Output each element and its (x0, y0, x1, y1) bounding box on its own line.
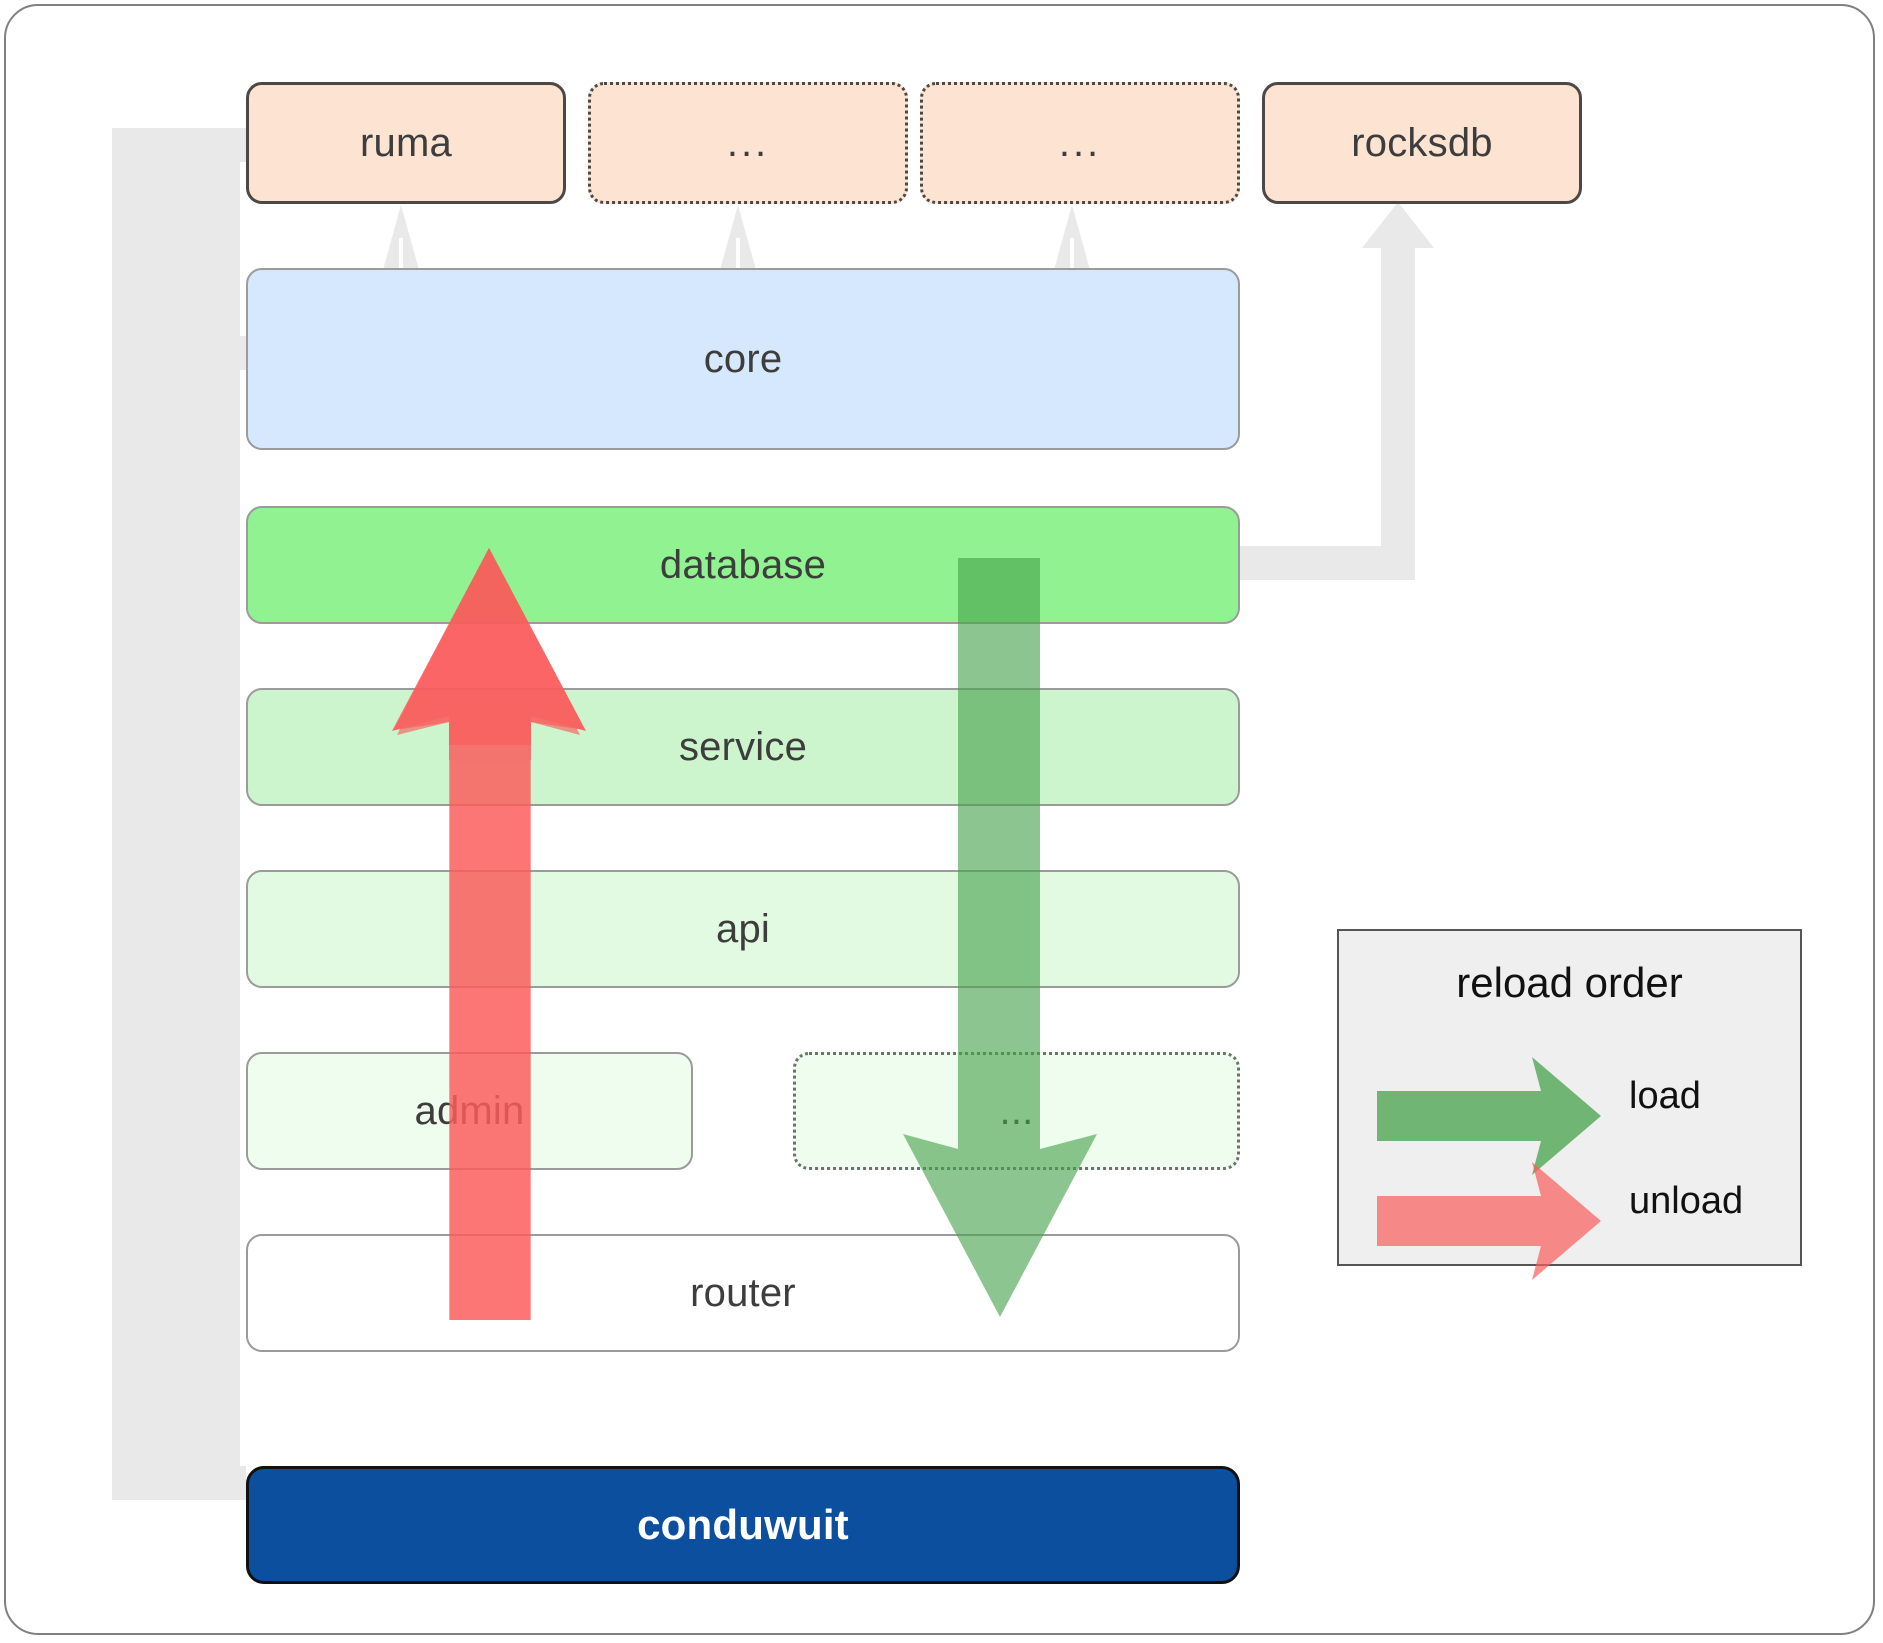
dependency-box-dots-2[interactable]: ... (920, 82, 1240, 204)
legend-label-unload: unload (1629, 1180, 1744, 1222)
executable-box-conduwuit[interactable]: conduwuit (246, 1466, 1240, 1584)
legend-load-arrow (1377, 1057, 1601, 1175)
layer-label-service: service (678, 724, 808, 769)
layer-label-api: api (716, 906, 770, 951)
layer-box-admin[interactable]: admin (246, 1052, 693, 1170)
layer-box-dots-3[interactable]: ... (793, 1052, 1240, 1170)
legend-label-load: load (1629, 1075, 1701, 1117)
diagram-frame (4, 4, 1875, 1635)
dependency-label-ruma: ruma (360, 120, 452, 165)
layer-label-core: core (703, 336, 783, 381)
dependency-box-dots-1[interactable]: ... (588, 82, 908, 204)
dependency-label-dots-1: ... (726, 121, 770, 165)
layer-box-api[interactable]: api (246, 870, 1240, 988)
layer-label-router: router (690, 1270, 796, 1315)
legend-row-load: load (1339, 1057, 1800, 1175)
layer-box-core[interactable]: core (246, 268, 1240, 450)
dependency-box-rocksdb[interactable]: rocksdb (1262, 82, 1582, 204)
layer-box-router[interactable]: router (246, 1234, 1240, 1352)
layer-label-admin: admin (414, 1088, 525, 1133)
layer-box-service[interactable]: service (246, 688, 1240, 806)
executable-label-conduwuit: conduwuit (637, 1501, 849, 1548)
dependency-label-rocksdb: rocksdb (1351, 120, 1493, 165)
dependency-box-ruma[interactable]: ruma (246, 82, 566, 204)
layer-label-dots-3: ... (999, 1088, 1034, 1133)
layer-box-database[interactable]: database (246, 506, 1240, 624)
legend-unload-arrow (1377, 1162, 1601, 1280)
legend-row-unload: unload (1339, 1162, 1800, 1280)
legend-panel: reload order load unload (1337, 929, 1802, 1280)
legend-title: reload order (1456, 959, 1683, 1006)
dependency-label-dots-2: ... (1058, 121, 1102, 165)
layer-label-database: database (659, 542, 827, 587)
